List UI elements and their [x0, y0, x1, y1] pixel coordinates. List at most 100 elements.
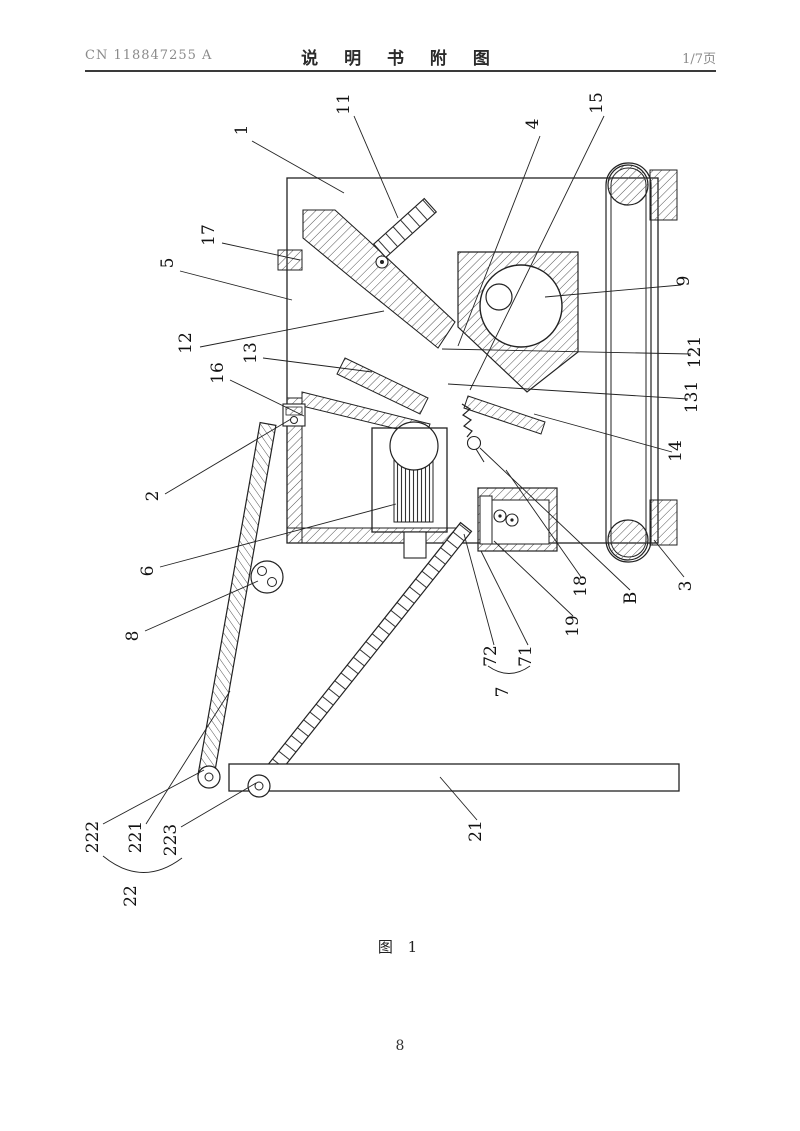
joint-223-pin [254, 781, 264, 791]
bottom-shelf [286, 527, 464, 544]
ref-label-14: 14 [666, 440, 686, 462]
chute-13 [336, 357, 429, 415]
leader-line [533, 413, 673, 453]
ref-label-7: 7 [493, 687, 513, 698]
ref-label-3: 3 [676, 581, 696, 592]
belt-outer [605, 162, 652, 563]
leader-line [447, 383, 689, 400]
ref-label-21: 21 [466, 820, 486, 842]
leader-line [439, 776, 478, 821]
ref-label-4: 4 [523, 119, 543, 130]
base-bar-body [228, 763, 680, 792]
leader-line [463, 533, 495, 646]
leader-line [221, 242, 301, 261]
ref-label-12: 12 [176, 332, 196, 354]
leader-line [457, 135, 541, 347]
ladder-feeder [372, 197, 438, 269]
ref-label-223: 223 [161, 824, 181, 856]
motor-shaft [403, 531, 427, 559]
chute-band [302, 209, 456, 349]
page-number: 8 [395, 1038, 405, 1054]
box-roller-1-pin [498, 514, 502, 518]
leader-line [159, 503, 397, 568]
feeder-pivot-pin [380, 260, 384, 264]
leader-line [180, 782, 257, 828]
leader-line [102, 769, 205, 825]
spring-roller [466, 435, 482, 451]
base-joints [197, 765, 271, 798]
document-title: 说 明 书 附 图 [301, 49, 500, 69]
chute-14 [463, 395, 546, 435]
ref-label-6: 6 [138, 566, 158, 577]
ref-label-221: 221 [126, 821, 146, 853]
ref-label-5: 5 [158, 258, 178, 269]
drum-shaft-circle [485, 283, 513, 311]
belt-roller-top [607, 164, 649, 206]
leader-line [164, 418, 292, 495]
ref-label-19: 19 [563, 615, 583, 637]
ref-label-18: 18 [571, 575, 591, 597]
drum-housing [457, 251, 579, 393]
ref-label-13: 13 [241, 342, 261, 364]
figure-caption: 图 1 [377, 938, 423, 956]
ref-label-16: 16 [208, 362, 228, 384]
ref-label-72: 72 [481, 645, 501, 667]
ref-label-11: 11 [334, 93, 354, 115]
ref-label-22: 22 [121, 885, 141, 907]
leader-line [469, 115, 605, 391]
mount-bracket-top [649, 169, 678, 221]
joint-8-pin-b [267, 577, 277, 587]
ref-label-15: 15 [587, 92, 607, 114]
arm-223-body [254, 521, 473, 791]
ref-label-71: 71 [516, 645, 536, 667]
leader-line [251, 140, 345, 194]
leader-lines [102, 115, 692, 873]
joint-222-pin [204, 772, 214, 782]
leader-line [480, 550, 529, 646]
box-slot [479, 495, 493, 545]
leader-line [544, 284, 682, 298]
ref-label-1: 1 [232, 125, 252, 136]
support-arm-221 [197, 421, 277, 779]
leader-line [229, 379, 305, 417]
leader-line [144, 580, 259, 632]
spring-detail [461, 403, 485, 463]
brace-7 [487, 665, 531, 674]
ref-label-121: 121 [685, 336, 705, 368]
brace-22 [102, 855, 183, 873]
arm-221-body [197, 421, 277, 779]
leader-line [653, 539, 685, 578]
leader-line [479, 447, 631, 591]
ref-label-17: 17 [199, 224, 219, 246]
pivot-joint-8 [250, 560, 284, 594]
reference-labels: 1 11 4 15 17 5 12 13 16 9 121 131 14 2 6… [83, 92, 705, 907]
leader-line [145, 690, 231, 825]
base-bar-21 [228, 763, 680, 792]
leader-line [262, 357, 373, 373]
ladder-rungs [373, 198, 437, 258]
ref-label-8: 8 [123, 631, 143, 642]
spring-coil [461, 403, 473, 438]
leader-line [441, 348, 692, 355]
component-2-pin [290, 416, 298, 424]
middle-chutes [301, 357, 546, 437]
conveyor-belt [605, 162, 678, 563]
feed-chute-upper [277, 209, 456, 349]
ref-label-9: 9 [674, 276, 694, 287]
belt-roller-bottom [607, 519, 649, 561]
leader-line [353, 115, 399, 219]
ref-label-131: 131 [682, 381, 702, 413]
leader-line [179, 270, 293, 301]
mount-bracket-bottom [649, 499, 678, 546]
ref-label-B: B [621, 592, 641, 605]
leader-line [199, 310, 385, 348]
motor-assembly [371, 421, 448, 559]
box-roller-2-pin [510, 518, 514, 522]
ref-label-2: 2 [143, 491, 163, 502]
spring-link [475, 448, 485, 463]
page-header: CN 118847255 A 说 明 书 附 图 1/7页 [85, 44, 716, 72]
joint-8-pin-a [257, 566, 267, 576]
page-indicator: 1/7页 [682, 52, 716, 67]
